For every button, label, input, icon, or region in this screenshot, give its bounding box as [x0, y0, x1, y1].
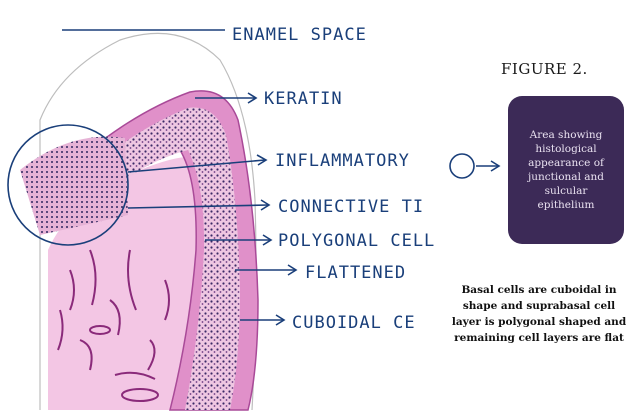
label-enamel-space: ENAMEL SPACE [232, 25, 367, 45]
callout-text: Area showing histological appearance of … [516, 128, 616, 212]
label-inflammatory: INFLAMMATORY [275, 151, 410, 171]
label-cuboidal: CUBOIDAL CE [292, 313, 416, 333]
callout-box: Area showing histological appearance of … [508, 96, 624, 244]
label-connective-tissue: CONNECTIVE TI [278, 197, 424, 217]
label-polygonal-cell: POLYGONAL CELL [278, 231, 435, 251]
note-text: Basal cells are cuboidal in shape and su… [450, 282, 628, 346]
label-keratin: KERATIN [264, 89, 343, 109]
label-flattened: FLATTENED [305, 263, 406, 283]
figure-title: FIGURE 2. [501, 60, 621, 78]
